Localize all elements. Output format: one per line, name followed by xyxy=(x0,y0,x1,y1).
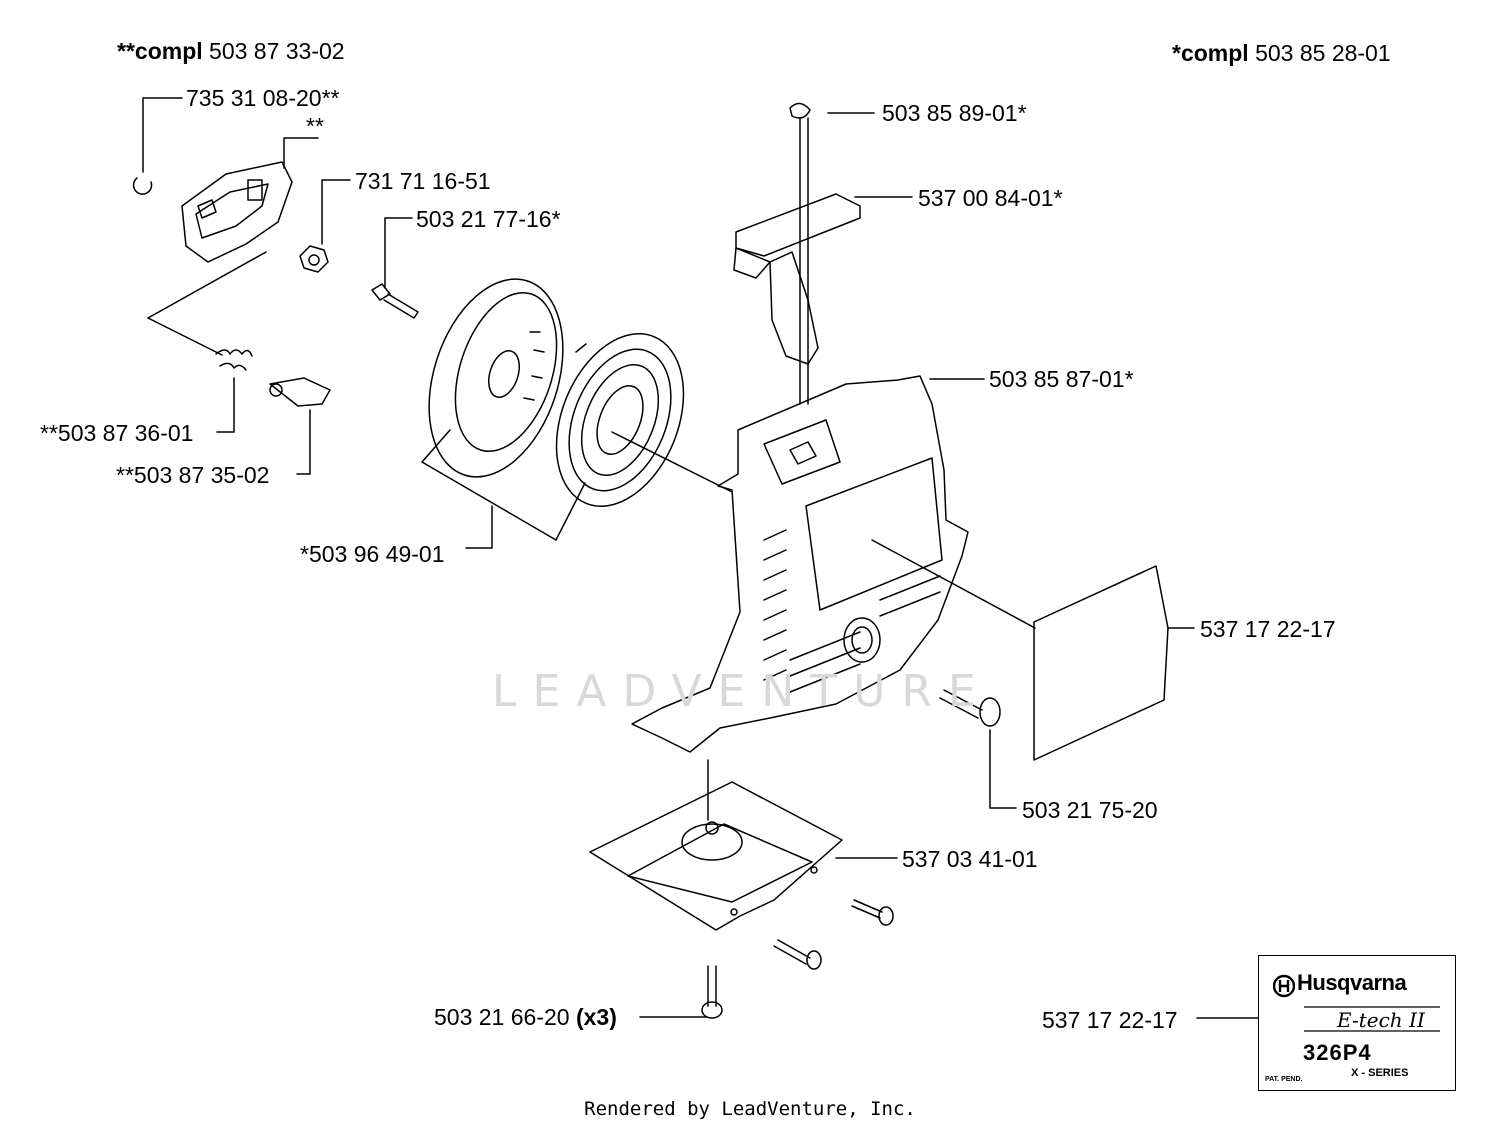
assembly-prefix-left: **compl xyxy=(117,38,203,64)
assembly-label-left: **compl 503 87 33-02 xyxy=(117,38,345,64)
part-label[interactable]: 537 17 22-17 xyxy=(1200,616,1336,642)
decal-brand: Husqvarna xyxy=(1297,970,1407,995)
starter-housing-part xyxy=(631,375,969,753)
part-label[interactable]: 503 85 87-01* xyxy=(989,366,1134,392)
part-label[interactable]: ** xyxy=(306,113,324,139)
part-label-screw[interactable]: 503 21 66-20 (x3) xyxy=(434,1004,617,1030)
decal-subseries: X - SERIES xyxy=(1351,1067,1409,1079)
assembly-prefix-right: *compl xyxy=(1172,40,1249,66)
starter-handle-part xyxy=(733,102,861,405)
part-label[interactable]: 503 21 75-20 xyxy=(1022,797,1158,823)
part-label[interactable]: **503 87 36-01 xyxy=(40,420,194,446)
pawl-part xyxy=(269,377,331,407)
part-number: 503 21 66-20 xyxy=(434,1004,570,1030)
part-label[interactable]: 731 71 16-51 xyxy=(355,168,491,194)
part-label[interactable]: 537 00 84-01* xyxy=(918,185,1063,211)
part-label[interactable]: 735 31 08-20** xyxy=(186,85,340,111)
assembly-number-left: 503 87 33-02 xyxy=(209,38,345,64)
footer-credit: Rendered by LeadVenture, Inc. xyxy=(584,1098,916,1120)
assembly-label-right: *compl 503 85 28-01 xyxy=(1172,40,1391,66)
plate-screws-part xyxy=(701,899,894,1019)
part-label[interactable]: *503 96 49-01 xyxy=(300,541,445,567)
housing-screw-part xyxy=(939,689,1001,727)
watermark: LEADVENTURE xyxy=(492,666,992,717)
part-label[interactable]: 503 85 89-01* xyxy=(882,100,1027,126)
decal-panel-part xyxy=(1033,565,1169,761)
decal-patent: PAT. PEND. xyxy=(1265,1076,1303,1083)
screw-part xyxy=(371,283,419,319)
part-label[interactable]: **503 87 35-02 xyxy=(116,462,270,488)
leader-lines xyxy=(142,97,1259,1019)
part-label[interactable]: 503 21 77-16* xyxy=(416,206,561,232)
model-decal: Husqvarna E-tech II 326P4 X - SERIES PAT… xyxy=(1258,955,1456,1091)
decal-series: E-tech II xyxy=(1337,1008,1425,1032)
husqvarna-logo-icon xyxy=(1273,974,1295,998)
bottom-plate-part xyxy=(589,781,843,931)
pawl-cover-part xyxy=(181,161,293,263)
assembly-number-right: 503 85 28-01 xyxy=(1255,40,1391,66)
part-label[interactable]: 537 03 41-01 xyxy=(902,846,1038,872)
recoil-spring-part xyxy=(555,333,685,507)
decal-model: 326P4 xyxy=(1303,1040,1372,1065)
spring-part xyxy=(215,349,253,371)
nut-part xyxy=(299,245,329,273)
part-label[interactable]: 537 17 22-17 xyxy=(1042,1007,1178,1033)
rope-pulley-part xyxy=(428,278,564,478)
part-quantity: (x3) xyxy=(575,1004,617,1030)
washer-part xyxy=(132,177,153,195)
